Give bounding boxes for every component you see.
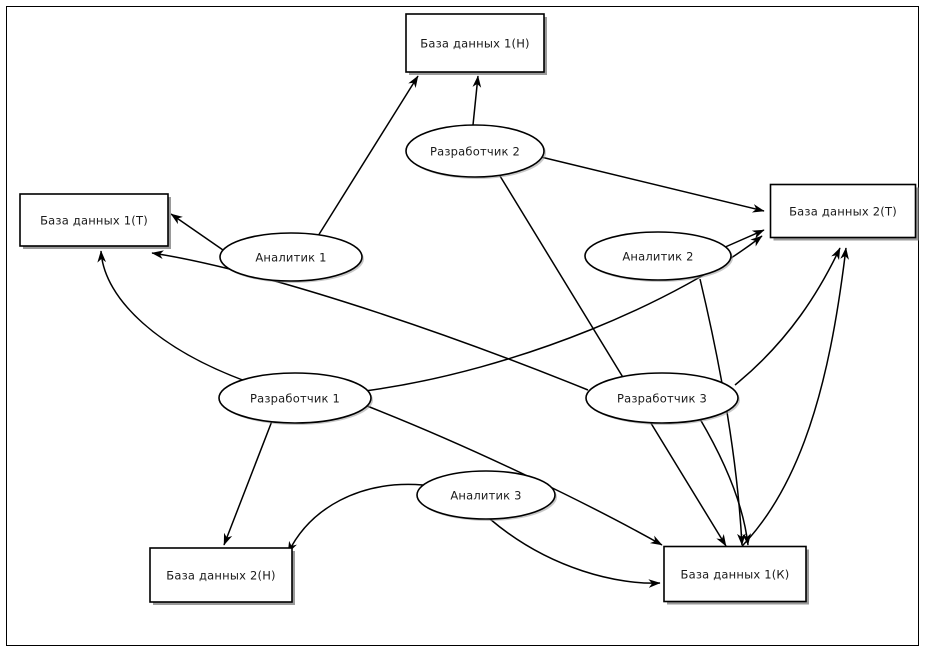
node-db2t[interactable]: База данных 2(Т) <box>769 183 919 241</box>
edge-dev3-to-db1t <box>151 250 589 391</box>
node-label-an2: Аналитик 2 <box>622 250 693 264</box>
node-dev3[interactable]: Разработчик 3 <box>585 372 740 425</box>
node-label-db2t: База данных 2(Т) <box>789 205 897 219</box>
node-label-db1k: База данных 1(К) <box>681 568 790 582</box>
node-label-dev3: Разработчик 3 <box>617 392 707 406</box>
node-box[interactable] <box>663 545 807 603</box>
node-db1t[interactable]: База данных 1(Т) <box>19 193 171 249</box>
node-label-dev1: Разработчик 1 <box>250 392 340 406</box>
node-oval[interactable] <box>219 232 363 282</box>
edge-dev1-to-db1t <box>97 250 249 383</box>
node-oval[interactable] <box>416 470 556 520</box>
node-label-an1: Аналитик 1 <box>255 251 326 265</box>
edge-dev2-to-db1h <box>472 75 482 126</box>
node-an1[interactable]: Аналитик 1 <box>219 232 364 283</box>
diagram-border <box>6 6 919 646</box>
node-an2[interactable]: Аналитик 2 <box>584 231 733 282</box>
node-oval[interactable] <box>584 231 732 281</box>
node-dev2[interactable]: Разработчик 2 <box>405 124 546 179</box>
node-oval[interactable] <box>585 372 739 424</box>
node-label-db1h: База данных 1(Н) <box>420 37 529 51</box>
edge-an1-to-db1t <box>170 213 224 251</box>
node-box[interactable] <box>149 547 293 603</box>
nodes-layer: База данных 1(Н) База данных 1(Т) База дан… <box>19 13 919 605</box>
edges-layer <box>97 75 849 588</box>
node-label-db1t: База данных 1(Т) <box>40 214 148 228</box>
node-label-dev2: Разработчик 2 <box>430 145 520 159</box>
edge-an3-to-db2h <box>287 483 424 554</box>
node-db2h[interactable]: База данных 2(Н) <box>149 547 295 605</box>
node-box[interactable] <box>19 193 169 247</box>
edge-dev2-to-db1k <box>499 175 727 547</box>
edge-dev3-to-db2t <box>734 247 841 386</box>
edge-dev1-to-db2h <box>223 420 273 546</box>
node-label-db2h: База данных 2(Н) <box>166 569 275 583</box>
node-label-an3: Аналитик 3 <box>450 489 521 503</box>
edge-an2-to-db1k <box>699 278 746 546</box>
edge-an2-to-db2t <box>722 229 765 249</box>
node-db1h[interactable]: База данных 1(Н) <box>405 13 547 75</box>
node-box[interactable] <box>405 13 545 73</box>
edge-dev2-to-db2t <box>540 156 765 213</box>
node-dev1[interactable]: Разработчик 1 <box>218 372 373 425</box>
node-box[interactable] <box>769 183 917 239</box>
edge-dev3-to-db1k <box>699 418 752 546</box>
edge-an1-to-db1h <box>317 75 419 237</box>
node-an3[interactable]: Аналитик 3 <box>416 470 557 521</box>
node-oval[interactable] <box>218 372 372 424</box>
edge-an3-to-db1k <box>489 518 661 588</box>
node-oval[interactable] <box>405 124 545 178</box>
node-db1k[interactable]: База данных 1(К) <box>663 545 809 605</box>
